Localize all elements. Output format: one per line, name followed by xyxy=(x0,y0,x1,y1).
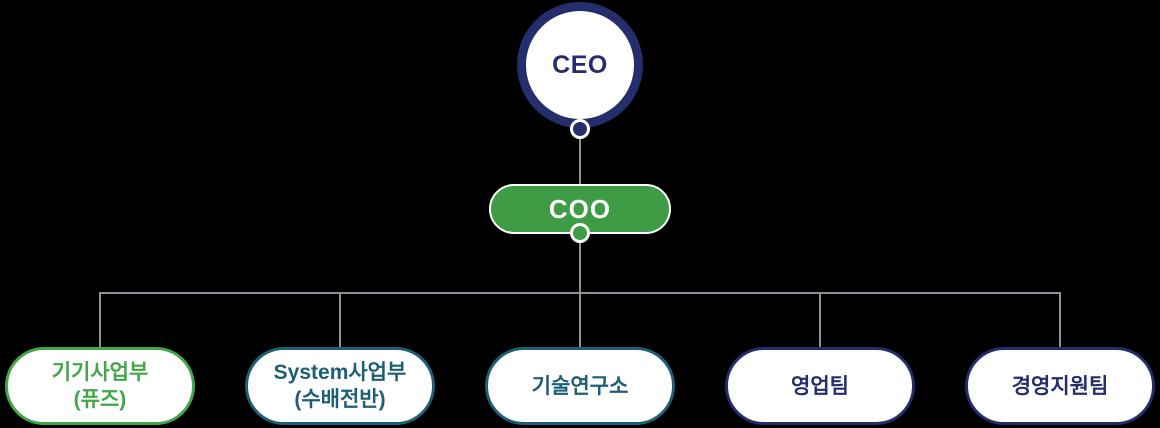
connector-drop-dept-1 xyxy=(99,292,101,348)
connector-drop-dept-3 xyxy=(579,292,581,348)
coo-connector-dot xyxy=(570,223,590,243)
connector-ceo-to-coo xyxy=(579,128,581,186)
connector-drop-dept-5 xyxy=(1059,292,1061,348)
org-node-dept-management-support: 경영지원팀 xyxy=(965,347,1155,425)
connector-drop-dept-2 xyxy=(339,292,341,348)
org-node-ceo: CEO xyxy=(517,2,643,128)
dept-label-line2: (퓨즈) xyxy=(73,388,127,411)
dept-label-line1: 영업팀 xyxy=(791,374,849,398)
coo-label: COO xyxy=(548,193,612,224)
dept-label-line1: System사업부 xyxy=(273,361,407,384)
connector-drop-dept-4 xyxy=(819,292,821,348)
dept-label-line1: 경영지원팀 xyxy=(1011,374,1109,398)
org-node-dept-rnd: 기술연구소 xyxy=(485,347,675,425)
org-node-dept-devices: 기기사업부 (퓨즈) xyxy=(5,347,195,425)
connector-coo-to-branch xyxy=(579,233,581,293)
dept-label-line1: 기술연구소 xyxy=(531,374,629,398)
org-node-dept-system: System사업부 (수배전반) xyxy=(245,347,435,425)
org-node-coo: COO xyxy=(489,184,671,234)
org-node-dept-sales: 영업팀 xyxy=(725,347,915,425)
dept-label-line2: (수배전반) xyxy=(294,388,386,411)
dept-label-line1: 기기사업부 xyxy=(51,361,149,384)
ceo-connector-dot xyxy=(570,119,590,139)
ceo-label: CEO xyxy=(552,50,608,79)
